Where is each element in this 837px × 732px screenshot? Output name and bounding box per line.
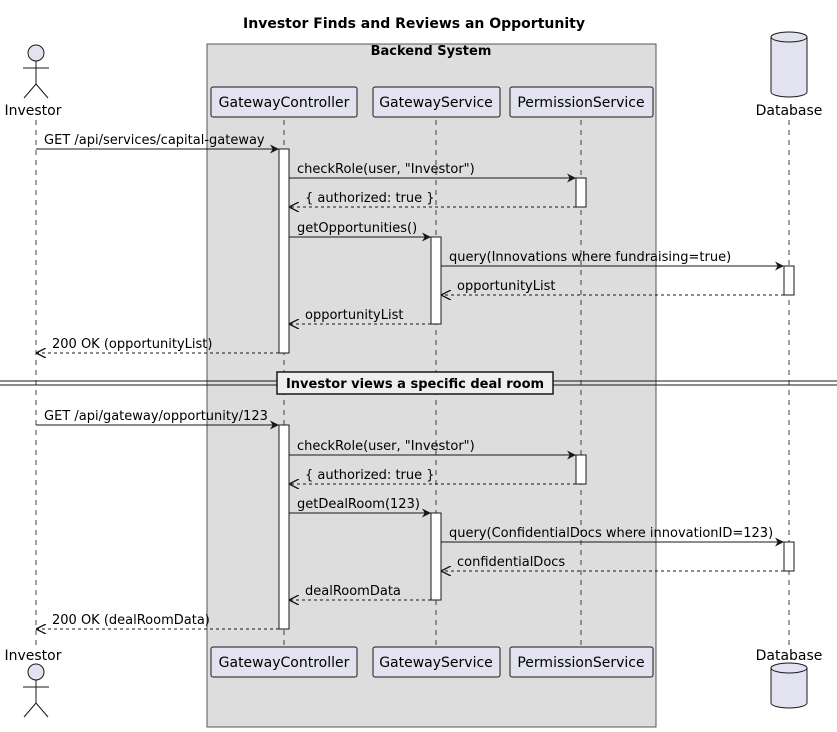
activation-controller-2 (278, 424, 290, 630)
message-label-6: opportunityList (457, 279, 555, 294)
activation-controller-1 (278, 148, 290, 354)
activation-database-2 (783, 541, 795, 572)
activation-service-1 (430, 236, 442, 325)
participant-label-permission-service: PermissionService (517, 655, 644, 671)
backend-system-label: Backend System (371, 44, 492, 59)
message-label-16: 200 OK (dealRoomData) (52, 613, 210, 628)
participant-label-investor: Investor (4, 103, 61, 119)
participant-database-bottom: Database (756, 648, 823, 709)
message-label-5: query(Innovations where fundraising=true… (449, 250, 731, 265)
participant-box (210, 646, 358, 678)
message-label-3: { authorized: true } (305, 191, 435, 206)
activation-permission-1 (575, 177, 587, 208)
participant-database-top: Database (756, 31, 823, 119)
participant-label-investor: Investor (4, 648, 61, 664)
participant-label-permission-service: PermissionService (517, 95, 644, 111)
participant-permission-service-bottom: PermissionService (509, 646, 654, 678)
participant-gateway-service-top: GatewayService (372, 86, 501, 118)
message-label-12: getDealRoom(123) (297, 497, 420, 512)
activation-bars (278, 148, 795, 630)
section-divider: Investor views a specific deal room (0, 371, 837, 395)
message-label-11: { authorized: true } (305, 468, 435, 483)
participant-gateway-controller-bottom: GatewayController (210, 646, 358, 678)
participant-label-gateway-service: GatewayService (379, 655, 493, 671)
message-label-15: dealRoomData (305, 584, 401, 599)
message-label-1: GET /api/services/capital-gateway (44, 133, 265, 148)
message-label-10: checkRole(user, "Investor") (297, 439, 475, 454)
participant-investor-bottom: Investor (4, 648, 62, 718)
participant-box (372, 646, 501, 678)
actor-leg-right (35, 83, 49, 99)
diagram-title: Investor Finds and Reviews an Opportunit… (243, 16, 585, 32)
divider-label-box (276, 371, 554, 395)
divider-label: Investor views a specific deal room (286, 377, 544, 392)
participant-label-database: Database (756, 648, 823, 664)
participant-permission-service-top: PermissionService (509, 86, 654, 118)
message-label-13: query(ConfidentialDocs where innovationI… (449, 526, 773, 541)
participant-gateway-controller-top: GatewayController (210, 86, 358, 118)
message-label-9: GET /api/gateway/opportunity/123 (44, 409, 268, 424)
participant-label-database: Database (756, 103, 823, 119)
participant-label-gateway-controller: GatewayController (219, 95, 350, 111)
participant-gateway-service-bottom: GatewayService (372, 646, 501, 678)
activation-database-1 (783, 265, 795, 296)
message-label-14: confidentialDocs (457, 555, 565, 570)
actor-leg-left (23, 702, 37, 718)
database-cylinder-icon (770, 668, 808, 709)
participant-box (509, 86, 654, 118)
participant-box (372, 86, 501, 118)
participant-box (210, 86, 358, 118)
actor-head (27, 44, 45, 62)
database-cylinder-icon (770, 37, 808, 98)
actor-leg-right (35, 702, 49, 718)
participant-label-gateway-service: GatewayService (379, 95, 493, 111)
actor-head (27, 663, 45, 681)
message-label-2: checkRole(user, "Investor") (297, 162, 475, 177)
database-cylinder-top (770, 31, 808, 43)
database-cylinder-top (770, 662, 808, 674)
message-label-7: opportunityList (305, 308, 403, 323)
activation-permission-2 (575, 454, 587, 485)
participant-box (509, 646, 654, 678)
actor-leg-left (23, 83, 37, 99)
activation-service-2 (430, 512, 442, 601)
message-label-4: getOpportunities() (297, 221, 417, 236)
participant-investor-top: Investor (4, 44, 62, 119)
messages: GET /api/services/capital-gateway checkRo… (36, 133, 784, 629)
message-label-8: 200 OK (opportunityList) (52, 337, 212, 352)
participant-label-gateway-controller: GatewayController (219, 655, 350, 671)
